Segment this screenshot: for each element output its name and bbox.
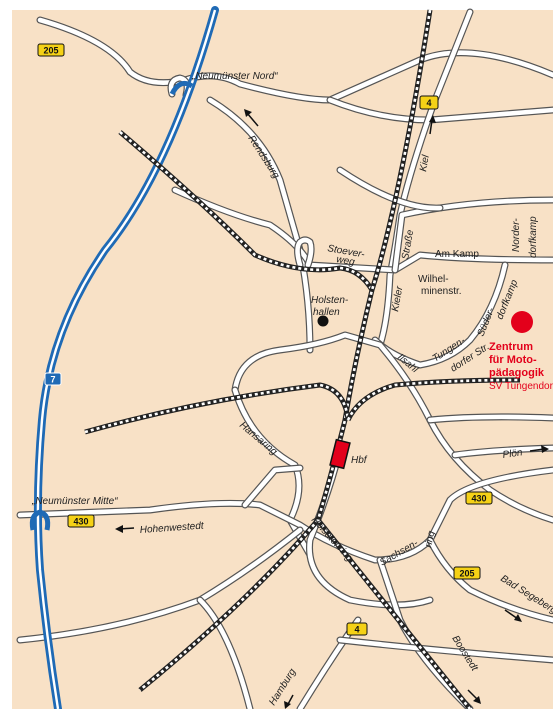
label-kiel: Kiel: [418, 153, 432, 172]
label-am-kamp: Am Kamp: [435, 249, 479, 260]
svg-text:4: 4: [354, 625, 359, 635]
label-holstenhallen-1: Holsten-: [311, 295, 349, 306]
arrow-to-kiel-icon: [429, 115, 436, 135]
svg-text:4: 4: [426, 98, 431, 108]
label-neumuenster-nord: „Neumünster Nord“: [191, 71, 278, 82]
shield-b430-west: 430: [67, 514, 95, 528]
arrow-to-rendsburg-icon: [244, 109, 259, 127]
arrow-to-ploen-icon: [529, 445, 549, 453]
label-holstenhallen-2: hallen: [313, 307, 340, 318]
label-hohenwestedt: Hohenwestedt: [139, 520, 205, 536]
shield-b4-south: 4: [346, 622, 368, 636]
label-norderdorfkamp-2: dorfkamp: [528, 216, 539, 258]
svg-text:205: 205: [459, 569, 474, 579]
label-hbf: Hbf: [351, 455, 368, 466]
svg-text:430: 430: [471, 494, 486, 504]
label-neumuenster-mitte: „Neumünster Mitte“: [31, 496, 118, 507]
svg-text:430: 430: [73, 517, 88, 527]
shield-b4-north: 4: [419, 95, 439, 110]
label-zentrum-1: Zentrum: [489, 341, 533, 353]
svg-text:7: 7: [50, 375, 55, 385]
zentrum-marker-icon: [511, 311, 533, 333]
label-zentrum-3: pädagogik: [489, 367, 545, 379]
label-sv-tungendorf: SV Tungendorf: [489, 381, 553, 392]
label-sachsenring-2: ring: [423, 530, 437, 549]
direction-arrows: [115, 109, 549, 709]
label-kieler-strasse-1: Kieler: [390, 285, 405, 313]
label-wilhelminenstr-1: Wilhel-: [418, 274, 449, 285]
hbf-station-icon: [329, 438, 351, 470]
svg-text:205: 205: [43, 46, 58, 56]
arrow-to-hamburg-icon: [284, 694, 294, 709]
arrow-to-hohenwestedt-icon: [115, 525, 135, 533]
label-stoeverweg-2: weg: [335, 254, 355, 268]
label-kieler-strasse-2: Straße: [400, 229, 416, 261]
label-ploen: Plön: [502, 447, 524, 461]
shield-a7: 7: [44, 372, 62, 386]
label-wilhelminenstr-2: minenstr.: [421, 286, 462, 297]
land-area: [12, 10, 553, 709]
shield-b205-north: 205: [37, 43, 65, 57]
shield-b430-east: 430: [465, 491, 493, 505]
holstenhallen-marker-icon: [317, 315, 329, 327]
label-zentrum-2: für Moto-: [489, 354, 537, 366]
arrow-to-boostedt-icon: [467, 689, 481, 704]
arrow-to-bad-segeberg-icon: [504, 609, 522, 622]
label-norderdorfkamp-1: Norder-: [511, 218, 522, 252]
shield-b205-south: 205: [453, 566, 481, 580]
